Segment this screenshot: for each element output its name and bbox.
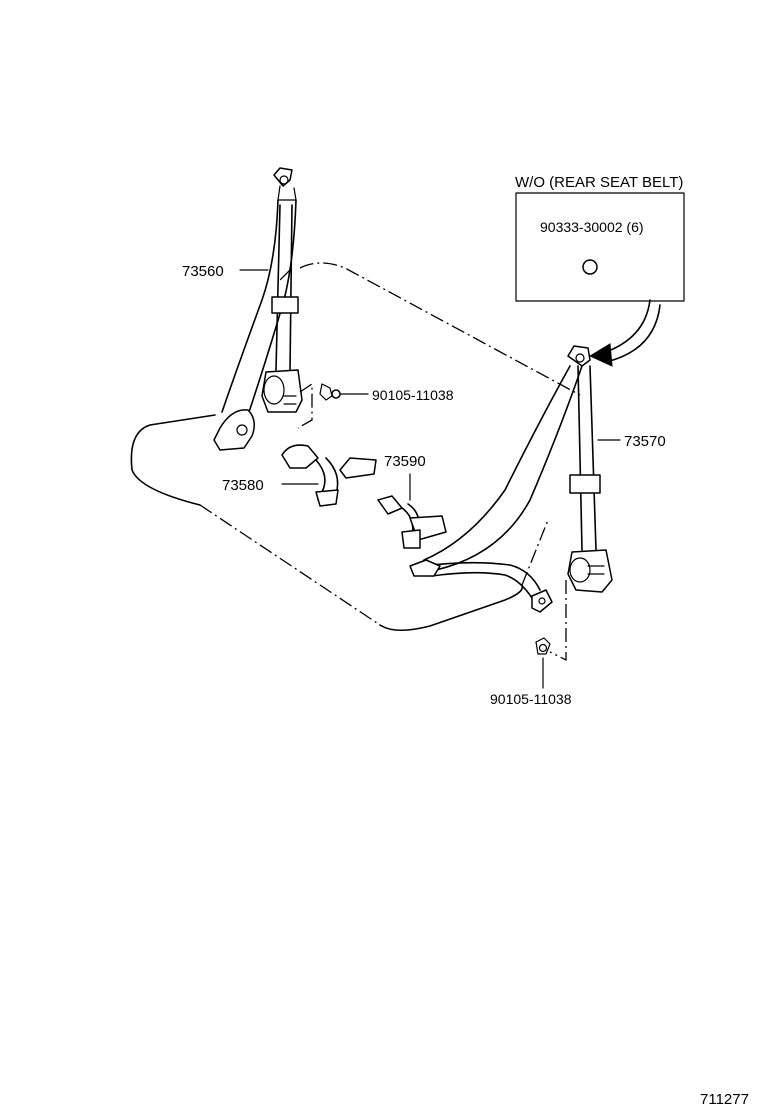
callout-upper-bolt: 90105-11038 [372, 387, 454, 403]
callout-lower-bolt: 90105-11038 [490, 691, 572, 707]
callout-73580: 73580 [222, 477, 264, 494]
inset-title: W/O (REAR SEAT BELT) [515, 174, 683, 191]
callout-73570: 73570 [624, 433, 666, 450]
lower-bolt [535, 637, 551, 689]
upper-bolt [319, 383, 369, 401]
inset-part-number: 90333-30002 (6) [540, 219, 644, 235]
inset-arrow [588, 299, 661, 367]
seat-cushion-outline [130, 262, 581, 632]
callout-73590: 73590 [384, 453, 426, 470]
left-seat-belt-assembly [213, 167, 313, 451]
leader-lines [239, 269, 621, 441]
small-buckle-assembly [377, 473, 447, 549]
center-buckle-assembly [281, 444, 377, 507]
callout-73560: 73560 [182, 263, 224, 280]
inset-box [515, 192, 685, 302]
plug-icon [582, 259, 598, 275]
figure-number: 711277 [700, 1091, 749, 1108]
right-seat-belt-assembly [409, 345, 613, 662]
